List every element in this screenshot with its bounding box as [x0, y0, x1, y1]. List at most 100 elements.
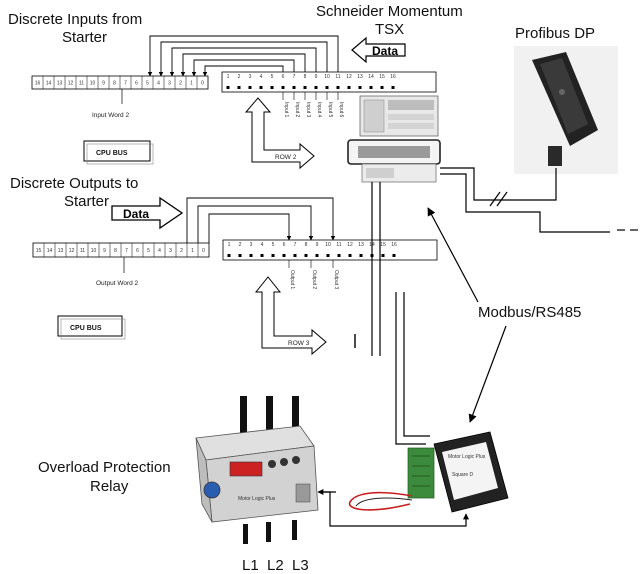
input-terminal-dot: [237, 86, 241, 89]
row3-label: ROW 3: [288, 340, 310, 347]
profibus-connector: [514, 46, 618, 174]
output-word-cell: 10: [91, 248, 97, 254]
discrete-outputs-label-line2: Starter: [64, 193, 109, 210]
phase-l1-label: L1: [242, 557, 259, 574]
input-word-cell: 2: [179, 81, 182, 87]
profibus-label: Profibus DP: [515, 25, 595, 42]
overload-relay-device: Motor Logic Plus: [195, 396, 319, 544]
output-terminal-dot: [238, 254, 242, 257]
input-terminal-number: 1: [227, 74, 230, 80]
input-terminal-dot: [358, 86, 362, 89]
input-terminal-dot: [226, 86, 230, 89]
output-terminal-dot: [348, 254, 352, 257]
output-terminal-number: 10: [325, 242, 331, 248]
output-word-cell: 11: [80, 248, 85, 254]
output-word-cell: 8: [114, 248, 117, 254]
input-word-cell: 4: [157, 81, 160, 87]
input-terminal-number: 7: [293, 74, 296, 80]
discrete-inputs-label-line2: Starter: [62, 29, 107, 46]
output-word-cell: 12: [69, 248, 75, 254]
output-word-cell: 1: [191, 248, 194, 254]
input-word-cell: 5: [146, 81, 149, 87]
input-terminal-dot: [259, 86, 263, 89]
output-terminal-dot: [271, 254, 275, 257]
input-terminal-dot: [369, 86, 373, 89]
output-word-cell: 0: [202, 248, 205, 254]
input-word-cell: 3: [168, 81, 171, 87]
module-sub-text: Square D: [452, 472, 474, 478]
data-arrow-in: Data: [351, 36, 406, 64]
input-terminal-number: 12: [346, 74, 352, 80]
input-terminal-number: 5: [271, 74, 274, 80]
modbus-arrow-up: [427, 207, 479, 303]
input-terminal-dot: [248, 86, 252, 89]
phase-l2-label: L2: [267, 557, 284, 574]
discrete-inputs-label-line1: Discrete Inputs from: [8, 11, 142, 28]
phase-l3-label: L3: [292, 557, 309, 574]
row2-arrow: ROW 2: [244, 97, 315, 170]
input-terminal-dot: [270, 86, 274, 89]
input-terminal-number: 3: [249, 74, 252, 80]
output-terminal-number: 11: [336, 242, 341, 248]
output-wires: [186, 197, 336, 243]
input-terminal-dot: [325, 86, 329, 89]
red-cable: [348, 491, 413, 511]
input-terminal-number: 15: [379, 74, 385, 80]
output-word-cell: 3: [169, 248, 172, 254]
output-terminal-dot: [227, 254, 231, 257]
output-terminal-number: 13: [358, 242, 364, 248]
input-tap-label: Input 6: [338, 102, 344, 118]
input-tap-label: Input 3: [305, 102, 311, 118]
input-word-cell: 12: [68, 81, 74, 87]
output-terminal-number: 8: [305, 242, 308, 248]
output-terminal-number: 12: [347, 242, 353, 248]
input-terminal-dot: [314, 86, 318, 89]
input-word-cell: 13: [57, 81, 63, 87]
input-terminal-number: 9: [315, 74, 318, 80]
input-word-cell: 9: [102, 81, 105, 87]
schneider-label-line1: Schneider Momentum: [316, 3, 463, 20]
input-terminal-number: 13: [357, 74, 363, 80]
output-word-cell: 6: [136, 248, 139, 254]
input-terminal-number: 2: [238, 74, 241, 80]
input-terminal-number: 11: [335, 74, 340, 80]
output-terminal-number: 7: [294, 242, 297, 248]
input-terminal-number: 16: [390, 74, 396, 80]
output-terminal-number: 2: [239, 242, 242, 248]
input-terminal-dot: [303, 86, 307, 89]
output-terminal-dot: [392, 254, 396, 257]
output-word-label: Output Word 2: [96, 280, 139, 287]
module-title-text: Motor Logic Plus: [448, 454, 486, 460]
input-terminal-dot: [391, 86, 395, 89]
input-terminal-dot: [336, 86, 340, 89]
output-terminal-number: 16: [391, 242, 397, 248]
overload-label-line2: Relay: [90, 478, 129, 495]
discrete-outputs-label-line1: Discrete Outputs to: [10, 175, 138, 192]
output-terminal-dot: [326, 254, 330, 257]
data-arrow-out: Data: [111, 196, 184, 230]
input-word-cell: 11: [79, 81, 84, 87]
output-word-cell: 9: [103, 248, 106, 254]
input-terminal-number: 6: [282, 74, 285, 80]
row2-label: ROW 2: [275, 154, 297, 161]
cpu-bus-label-1: CPU BUS: [96, 150, 128, 157]
cpu-bus-label-2: CPU BUS: [70, 325, 102, 332]
input-word-cell: 1: [190, 81, 193, 87]
output-word-cell: 15: [36, 248, 42, 254]
input-terminal-dot: [281, 86, 285, 89]
output-terminal-dot: [359, 254, 363, 257]
input-wires: [147, 35, 339, 77]
output-word-cell: 5: [147, 248, 150, 254]
schneider-drop-wires: [371, 182, 430, 445]
input-tap-label: Input 5: [327, 102, 333, 118]
profibus-cable: [440, 167, 638, 233]
output-word-cell: 14: [47, 248, 53, 254]
output-terminal-number: 15: [380, 242, 386, 248]
output-terminal-dot: [381, 254, 385, 257]
output-terminal-dot: [249, 254, 253, 257]
